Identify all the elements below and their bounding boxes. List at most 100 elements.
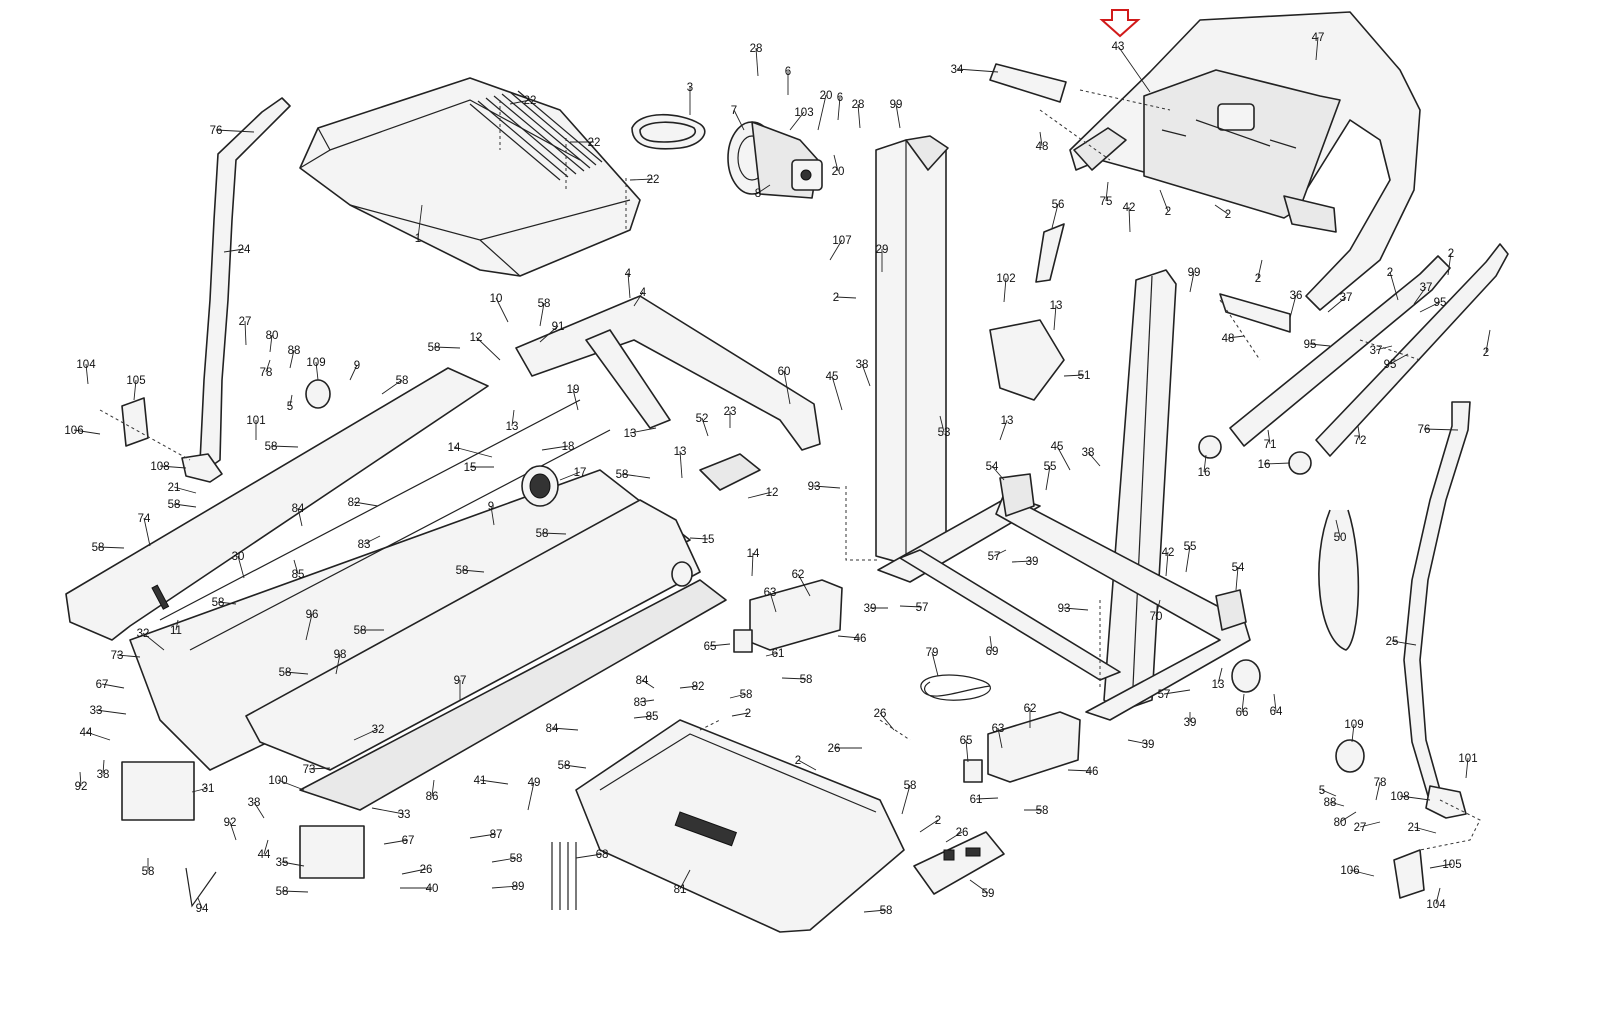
leader-line	[479, 779, 509, 785]
part-label-57: 57	[988, 551, 1001, 563]
leader-line	[701, 417, 709, 437]
part-label-58: 58	[428, 342, 441, 354]
leader-line	[1375, 781, 1381, 801]
part-label-84: 84	[292, 503, 305, 515]
leader-line	[789, 111, 805, 131]
controller-board	[913, 831, 1005, 895]
leader-line	[797, 573, 811, 597]
leader-line	[919, 819, 939, 833]
leader-line	[1241, 693, 1245, 713]
base-frame	[877, 473, 1251, 721]
part-label-71: 71	[1264, 439, 1277, 451]
part-label-58: 58	[558, 760, 571, 772]
leader-line	[956, 68, 999, 73]
leader-line	[143, 517, 151, 547]
leader-line	[97, 546, 125, 549]
part-label-14: 14	[448, 442, 461, 454]
part-label-91: 91	[552, 321, 565, 333]
leader-line	[1327, 296, 1347, 313]
leader-line	[1413, 286, 1427, 305]
part-label-21: 21	[1408, 822, 1421, 834]
leader-line	[575, 853, 603, 859]
leader-line	[281, 861, 305, 867]
part-label-2: 2	[1255, 273, 1261, 285]
leader-line	[621, 473, 651, 479]
leader-line	[1051, 203, 1059, 229]
end-cap-16-right	[1288, 451, 1312, 475]
leader-line	[277, 779, 305, 791]
leader-line	[1117, 45, 1151, 93]
part-label-53: 53	[938, 427, 951, 439]
part-label-13: 13	[1212, 679, 1225, 691]
leader-line	[1257, 259, 1263, 279]
leader-line	[551, 727, 579, 731]
crossbar-71	[1229, 255, 1451, 447]
part-label-54: 54	[1232, 562, 1245, 574]
part-label-107: 107	[832, 235, 851, 247]
part-label-45: 45	[1051, 441, 1064, 453]
leader-line	[1419, 301, 1441, 313]
leader-line	[349, 364, 358, 381]
part-label-26: 26	[420, 864, 433, 876]
part-label-57: 57	[916, 602, 929, 614]
part-label-88: 88	[1324, 797, 1337, 809]
part-label-22: 22	[588, 137, 601, 149]
leader-line	[1289, 294, 1297, 319]
leader-line	[729, 693, 747, 699]
leader-line	[217, 601, 237, 605]
bracket-36	[1219, 293, 1291, 333]
leader-line	[527, 781, 535, 811]
leader-line	[101, 683, 125, 689]
part-label-64: 64	[1270, 706, 1283, 718]
leader-line	[857, 103, 861, 129]
leader-line	[265, 359, 271, 373]
part-label-100: 100	[268, 775, 287, 787]
part-label-12: 12	[470, 332, 483, 344]
part-label-85: 85	[646, 711, 659, 723]
leader-line	[863, 909, 887, 913]
part-label-97: 97	[454, 675, 467, 687]
leader-line	[1203, 454, 1207, 473]
part-label-38: 38	[97, 769, 110, 781]
leader-line	[1359, 821, 1381, 828]
part-label-46: 46	[1086, 766, 1099, 778]
leader-line	[539, 325, 559, 343]
right-handrail-base	[1425, 785, 1467, 819]
part-label-58: 58	[616, 469, 629, 481]
leader-line	[461, 569, 485, 573]
leader-line	[308, 767, 331, 770]
part-label-26: 26	[956, 827, 969, 839]
leader-line	[831, 375, 843, 411]
part-label-57: 57	[1158, 689, 1171, 701]
part-label-76: 76	[210, 125, 223, 137]
leader-line	[305, 613, 313, 641]
leader-line	[781, 677, 807, 680]
incline-motor-51	[989, 319, 1065, 401]
part-label-39: 39	[1184, 717, 1197, 729]
leader-line	[1335, 519, 1341, 538]
part-label-13: 13	[624, 428, 637, 440]
part-label-82: 82	[348, 497, 361, 509]
leader-line	[401, 868, 427, 875]
leader-line	[993, 549, 1007, 557]
leader-line	[293, 559, 299, 575]
part-label-9: 9	[488, 501, 494, 513]
leader-line	[490, 505, 495, 526]
leader-line	[173, 503, 197, 508]
leader-line	[475, 336, 501, 361]
leader-line	[116, 654, 141, 658]
part-label-33: 33	[398, 809, 411, 821]
leader-line	[975, 797, 999, 800]
part-label-108: 108	[150, 461, 169, 473]
front-roller	[521, 465, 559, 507]
leader-line	[751, 552, 754, 577]
leader-line	[689, 537, 709, 540]
leader-line	[797, 759, 817, 771]
part-label-58: 58	[265, 441, 278, 453]
part-label-80: 80	[1334, 817, 1347, 829]
wire-ties-68	[551, 842, 577, 910]
leader-line	[1063, 374, 1085, 377]
part-label-104: 104	[1426, 899, 1446, 911]
part-label-95: 95	[1384, 359, 1397, 371]
part-label-93: 93	[808, 481, 821, 493]
